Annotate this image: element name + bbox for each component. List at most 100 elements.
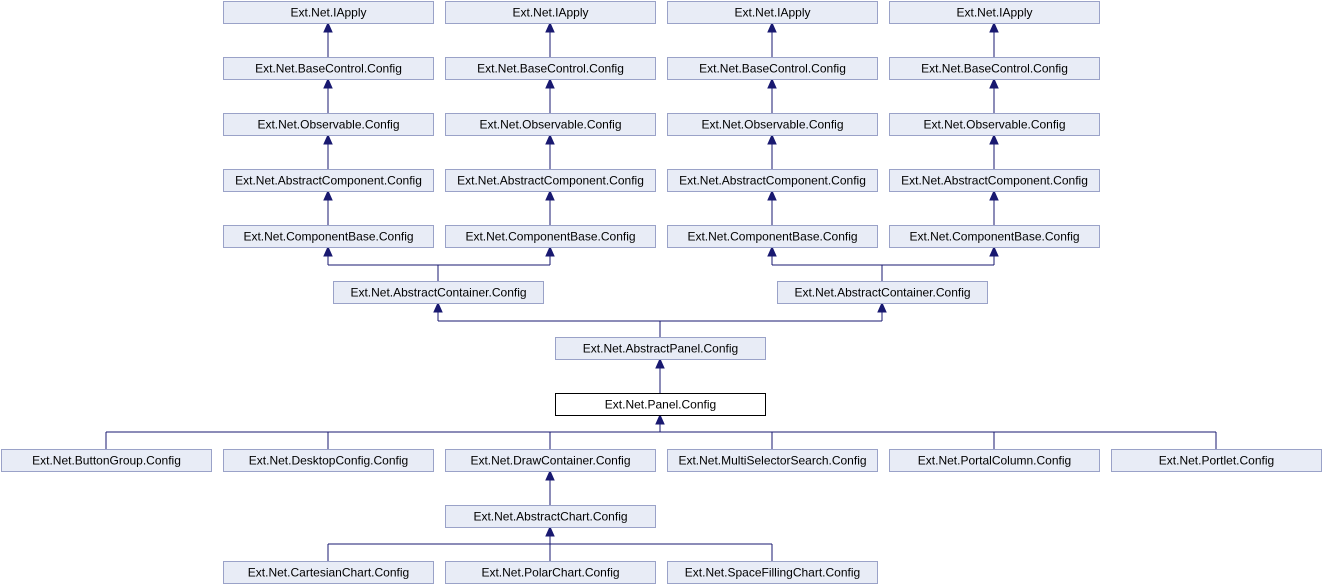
class-node-polarchart[interactable]: Ext.Net.PolarChart.Config <box>445 561 656 584</box>
class-node-label: Ext.Net.Observable.Config <box>479 118 621 132</box>
class-node-multiselectorsearch[interactable]: Ext.Net.MultiSelectorSearch.Config <box>667 449 878 472</box>
class-node-label: Ext.Net.ComponentBase.Config <box>909 230 1079 244</box>
class-node-label: Ext.Net.PolarChart.Config <box>481 566 619 580</box>
class-node-box <box>889 225 1100 248</box>
class-node-portlet[interactable]: Ext.Net.Portlet.Config <box>1111 449 1322 472</box>
class-node-box <box>445 449 656 472</box>
class-node-abstractcomponent-3[interactable]: Ext.Net.AbstractComponent.Config <box>667 169 878 192</box>
class-node-abstractcontainer-2[interactable]: Ext.Net.AbstractContainer.Config <box>777 281 988 304</box>
class-node-label: Ext.Net.PortalColumn.Config <box>918 454 1071 468</box>
class-node-cartesianchart[interactable]: Ext.Net.CartesianChart.Config <box>223 561 434 584</box>
edge-arrowhead-abstractcontainer-2-to-componentbase-4 <box>989 245 999 257</box>
edge-arrowhead-observable-4-to-basecontrol-4 <box>989 77 999 89</box>
class-node-label: Ext.Net.AbstractPanel.Config <box>583 342 738 356</box>
class-node-abstractcomponent-4[interactable]: Ext.Net.AbstractComponent.Config <box>889 169 1100 192</box>
edge-arrowhead-abstractcontainer-1-to-componentbase-2 <box>545 245 555 257</box>
class-node-box <box>223 1 434 24</box>
class-node-label: Ext.Net.MultiSelectorSearch.Config <box>678 454 866 468</box>
edge-arrowhead-basecontrol-1-to-iapply-1 <box>323 21 333 33</box>
edge-arrowhead-observable-1-to-basecontrol-1 <box>323 77 333 89</box>
class-node-label: Ext.Net.BaseControl.Config <box>255 62 402 76</box>
class-node-box <box>445 57 656 80</box>
class-node-observable-4[interactable]: Ext.Net.Observable.Config <box>889 113 1100 136</box>
class-node-spacefillingchart[interactable]: Ext.Net.SpaceFillingChart.Config <box>667 561 878 584</box>
class-node-observable-3[interactable]: Ext.Net.Observable.Config <box>667 113 878 136</box>
class-node-iapply-3[interactable]: Ext.Net.IApply <box>667 1 878 24</box>
class-node-box <box>889 449 1100 472</box>
class-node-box <box>223 113 434 136</box>
class-node-drawcontainer[interactable]: Ext.Net.DrawContainer.Config <box>445 449 656 472</box>
class-node-box <box>667 57 878 80</box>
class-node-box <box>333 281 544 304</box>
class-node-observable-2[interactable]: Ext.Net.Observable.Config <box>445 113 656 136</box>
edge-arrowhead-abstractcontainer-2-to-componentbase-3 <box>767 245 777 257</box>
edge-arrowhead-observable-2-to-basecontrol-2 <box>545 77 555 89</box>
class-node-basecontrol-1[interactable]: Ext.Net.BaseControl.Config <box>223 57 434 80</box>
class-node-label: Ext.Net.DesktopConfig.Config <box>249 454 408 468</box>
class-node-componentbase-1[interactable]: Ext.Net.ComponentBase.Config <box>223 225 434 248</box>
edge-arrowhead-basecontrol-2-to-iapply-2 <box>545 21 555 33</box>
edge-arrowhead-abstractcontainer-1-to-componentbase-1 <box>323 245 333 257</box>
class-node-abstractpanel[interactable]: Ext.Net.AbstractPanel.Config <box>555 337 766 360</box>
class-node-observable-1[interactable]: Ext.Net.Observable.Config <box>223 113 434 136</box>
class-node-box <box>223 57 434 80</box>
class-node-box <box>445 505 656 528</box>
edge-arrowhead-to-panel <box>655 413 665 425</box>
class-node-abstractcomponent-2[interactable]: Ext.Net.AbstractComponent.Config <box>445 169 656 192</box>
class-node-iapply-4[interactable]: Ext.Net.IApply <box>889 1 1100 24</box>
class-node-label: Ext.Net.ComponentBase.Config <box>243 230 413 244</box>
class-node-buttongroup[interactable]: Ext.Net.ButtonGroup.Config <box>1 449 212 472</box>
class-node-label: Ext.Net.AbstractComponent.Config <box>901 174 1088 188</box>
edge-arrowhead-observable-3-to-basecontrol-3 <box>767 77 777 89</box>
class-node-label: Ext.Net.Observable.Config <box>701 118 843 132</box>
class-node-box <box>889 113 1100 136</box>
class-node-label: Ext.Net.AbstractComponent.Config <box>679 174 866 188</box>
class-node-componentbase-4[interactable]: Ext.Net.ComponentBase.Config <box>889 225 1100 248</box>
class-node-label: Ext.Net.AbstractContainer.Config <box>794 286 970 300</box>
class-node-label: Ext.Net.DrawContainer.Config <box>470 454 630 468</box>
class-node-label: Ext.Net.Panel.Config <box>605 398 716 412</box>
class-node-label: Ext.Net.IApply <box>956 6 1032 20</box>
class-node-portalcolumn[interactable]: Ext.Net.PortalColumn.Config <box>889 449 1100 472</box>
class-node-box <box>445 225 656 248</box>
class-node-box <box>555 337 766 360</box>
class-node-box <box>667 169 878 192</box>
class-node-box <box>777 281 988 304</box>
class-node-label: Ext.Net.IApply <box>734 6 810 20</box>
class-node-box <box>223 449 434 472</box>
class-node-label: Ext.Net.ComponentBase.Config <box>687 230 857 244</box>
class-node-label: Ext.Net.BaseControl.Config <box>477 62 624 76</box>
class-node-box <box>667 113 878 136</box>
class-node-componentbase-2[interactable]: Ext.Net.ComponentBase.Config <box>445 225 656 248</box>
class-node-basecontrol-2[interactable]: Ext.Net.BaseControl.Config <box>445 57 656 80</box>
class-node-label: Ext.Net.AbstractComponent.Config <box>235 174 422 188</box>
class-node-desktopconfig[interactable]: Ext.Net.DesktopConfig.Config <box>223 449 434 472</box>
class-node-abstractchart[interactable]: Ext.Net.AbstractChart.Config <box>445 505 656 528</box>
class-node-box <box>445 169 656 192</box>
class-node-box <box>667 1 878 24</box>
edge-arrowhead-abstractcomponent-2-to-observable-2 <box>545 133 555 145</box>
edge-arrowhead-to-abstractchart <box>545 525 555 537</box>
class-node-box <box>223 169 434 192</box>
class-node-basecontrol-3[interactable]: Ext.Net.BaseControl.Config <box>667 57 878 80</box>
class-node-box <box>445 113 656 136</box>
class-node-label: Ext.Net.Observable.Config <box>923 118 1065 132</box>
edge-arrowhead-basecontrol-4-to-iapply-4 <box>989 21 999 33</box>
class-node-iapply-1[interactable]: Ext.Net.IApply <box>223 1 434 24</box>
class-node-basecontrol-4[interactable]: Ext.Net.BaseControl.Config <box>889 57 1100 80</box>
class-node-label: Ext.Net.AbstractComponent.Config <box>457 174 644 188</box>
class-node-label: Ext.Net.IApply <box>290 6 366 20</box>
edge-arrowhead-componentbase-1-to-abstractcomponent-1 <box>323 189 333 201</box>
edge-arrowhead-basecontrol-3-to-iapply-3 <box>767 21 777 33</box>
class-node-iapply-2[interactable]: Ext.Net.IApply <box>445 1 656 24</box>
edge-arrowhead-abstractchart-to-drawcontainer <box>545 469 555 481</box>
class-node-abstractcontainer-1[interactable]: Ext.Net.AbstractContainer.Config <box>333 281 544 304</box>
class-node-box <box>667 449 878 472</box>
class-node-componentbase-3[interactable]: Ext.Net.ComponentBase.Config <box>667 225 878 248</box>
class-node-label: Ext.Net.ComponentBase.Config <box>465 230 635 244</box>
class-node-abstractcomponent-1[interactable]: Ext.Net.AbstractComponent.Config <box>223 169 434 192</box>
class-node-panel: Ext.Net.Panel.Config <box>555 393 766 416</box>
edges-layer <box>105 21 1217 561</box>
